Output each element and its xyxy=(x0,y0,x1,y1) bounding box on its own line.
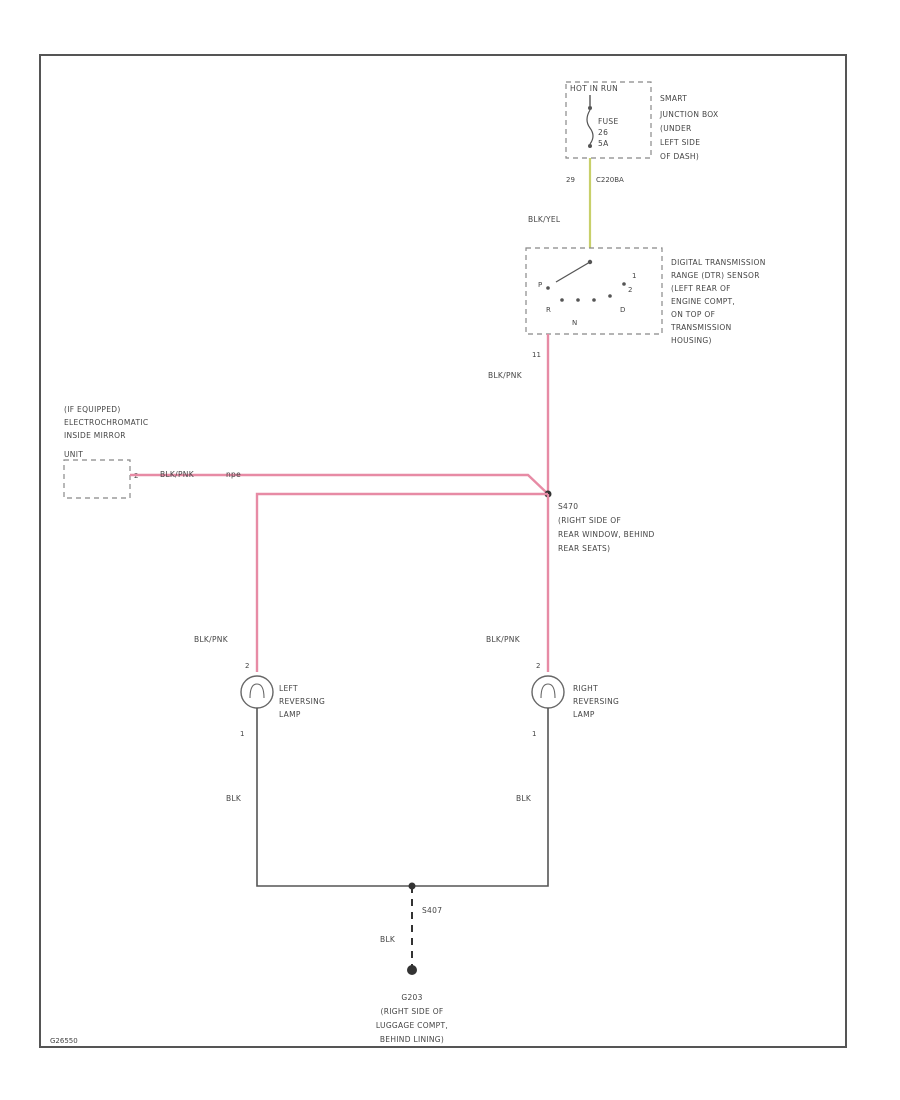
splice-s470-location-3: REAR SEATS) xyxy=(558,544,610,553)
dtr-switch-arm xyxy=(555,261,591,283)
right-lamp-wire-in: BLK/PNK xyxy=(486,635,521,644)
fuse-box-location-4: LEFT SIDE xyxy=(660,138,700,147)
diagram-frame xyxy=(39,54,847,1048)
fuse-label: FUSE xyxy=(598,117,619,126)
sensor-location-1: DIGITAL TRANSMISSION xyxy=(671,258,766,267)
gear-label-1: 1 xyxy=(632,272,636,280)
right-lamp-wire-out: BLK xyxy=(516,794,532,803)
wire-blk-lamp-return xyxy=(256,708,549,887)
right-reversing-lamp: 2 1 RIGHT REVERSING LAMP xyxy=(531,662,619,738)
sensor-location-3: (LEFT REAR OF xyxy=(671,284,731,293)
left-lamp-wire-in: BLK/PNK xyxy=(194,635,229,644)
ground-location-3: BEHIND LINING) xyxy=(380,1035,444,1044)
sensor-location-4: ENGINE COMPT, xyxy=(671,297,735,306)
ground-location-2: LUGGAGE COMPT, xyxy=(376,1021,448,1030)
connector-code-top: C220BA xyxy=(596,176,624,184)
mirror-wire-ref: npe xyxy=(226,470,241,479)
left-lamp-name-2: REVERSING xyxy=(279,697,325,706)
fuse-box-outline xyxy=(565,81,652,159)
fuse-box-location-5: OF DASH) xyxy=(660,152,699,161)
sensor-pin: 11 xyxy=(532,351,541,359)
ground-wire-label: BLK xyxy=(380,935,396,944)
gear-label-r: R xyxy=(546,306,551,314)
sensor-location-5: ON TOP OF xyxy=(671,310,715,319)
wire-blk-yel-label: BLK/YEL xyxy=(528,215,561,224)
left-lamp-name-1: LEFT xyxy=(279,684,298,693)
wire-blk-pnk-label: BLK/PNK xyxy=(488,371,523,380)
left-lamp-bulb-icon xyxy=(240,675,274,709)
gear-label-p: P xyxy=(538,281,542,289)
ground-id: G203 xyxy=(401,993,422,1002)
sensor-location-7: HOUSING) xyxy=(671,336,712,345)
left-lamp-wire-out: BLK xyxy=(226,794,242,803)
right-lamp-bulb-icon xyxy=(531,675,565,709)
connector-pin-top: 29 xyxy=(566,176,575,184)
left-reversing-lamp: 2 1 LEFT REVERSING LAMP xyxy=(240,662,325,738)
mirror-wire-color: BLK/PNK xyxy=(160,470,195,479)
ground-location-1: (RIGHT SIDE OF xyxy=(380,1007,443,1016)
fuse-symbol xyxy=(586,109,594,145)
dtr-sensor: P R N D 2 1 DIGITAL TRANSMISSION RANGE (… xyxy=(525,247,766,345)
right-lamp-name-1: RIGHT xyxy=(573,684,598,693)
left-lamp-name-3: LAMP xyxy=(279,710,301,719)
gear-label-2: 2 xyxy=(628,286,632,294)
fuse-number: 26 xyxy=(598,128,608,137)
mirror-label-3: INSIDE MIRROR xyxy=(64,431,126,440)
wire-blk-pnk-left-branch xyxy=(255,492,548,672)
figure-id: G26550 xyxy=(50,1037,78,1045)
sensor-location-2: RANGE (DTR) SENSOR xyxy=(671,271,760,280)
fuse-box-header: HOT IN RUN xyxy=(570,84,618,93)
fuse-box-location-1: SMART xyxy=(660,94,687,103)
wire-blk-pnk-mirror xyxy=(130,473,549,495)
gear-label-n: N xyxy=(572,319,577,327)
mirror-unit-label: UNIT xyxy=(64,450,83,459)
right-lamp-pin-bottom: 1 xyxy=(532,730,536,738)
fuse-box-location-3: (UNDER xyxy=(660,124,692,133)
splice-s470-location-1: (RIGHT SIDE OF xyxy=(558,516,621,525)
electrochromatic-mirror: (IF EQUIPPED) ELECTROCHROMATIC INSIDE MI… xyxy=(63,405,148,499)
left-lamp-pin-bottom: 1 xyxy=(240,730,244,738)
fuse-box-location-2: JUNCTION BOX xyxy=(659,110,718,119)
gear-label-d: D xyxy=(620,306,625,314)
splice-s470-id: S470 xyxy=(558,502,578,511)
right-lamp-pin-top: 2 xyxy=(536,662,540,670)
splice-s407-id: S407 xyxy=(422,906,442,915)
fuse-box: HOT IN RUN FUSE 26 5A SMART JUNCTION BOX… xyxy=(565,81,718,161)
fuse-rating: 5A xyxy=(598,139,609,148)
dtr-sensor-outline xyxy=(525,247,663,335)
splice-s470-location-2: REAR WINDOW, BEHIND xyxy=(558,530,655,539)
right-lamp-name-2: REVERSING xyxy=(573,697,619,706)
mirror-outline xyxy=(63,459,131,499)
right-lamp-name-3: LAMP xyxy=(573,710,595,719)
mirror-label-1: (IF EQUIPPED) xyxy=(64,405,121,414)
mirror-label-2: ELECTROCHROMATIC xyxy=(64,418,148,427)
sensor-location-6: TRANSMISSION xyxy=(670,323,732,332)
left-lamp-pin-top: 2 xyxy=(245,662,249,670)
ground-icon xyxy=(407,965,417,975)
